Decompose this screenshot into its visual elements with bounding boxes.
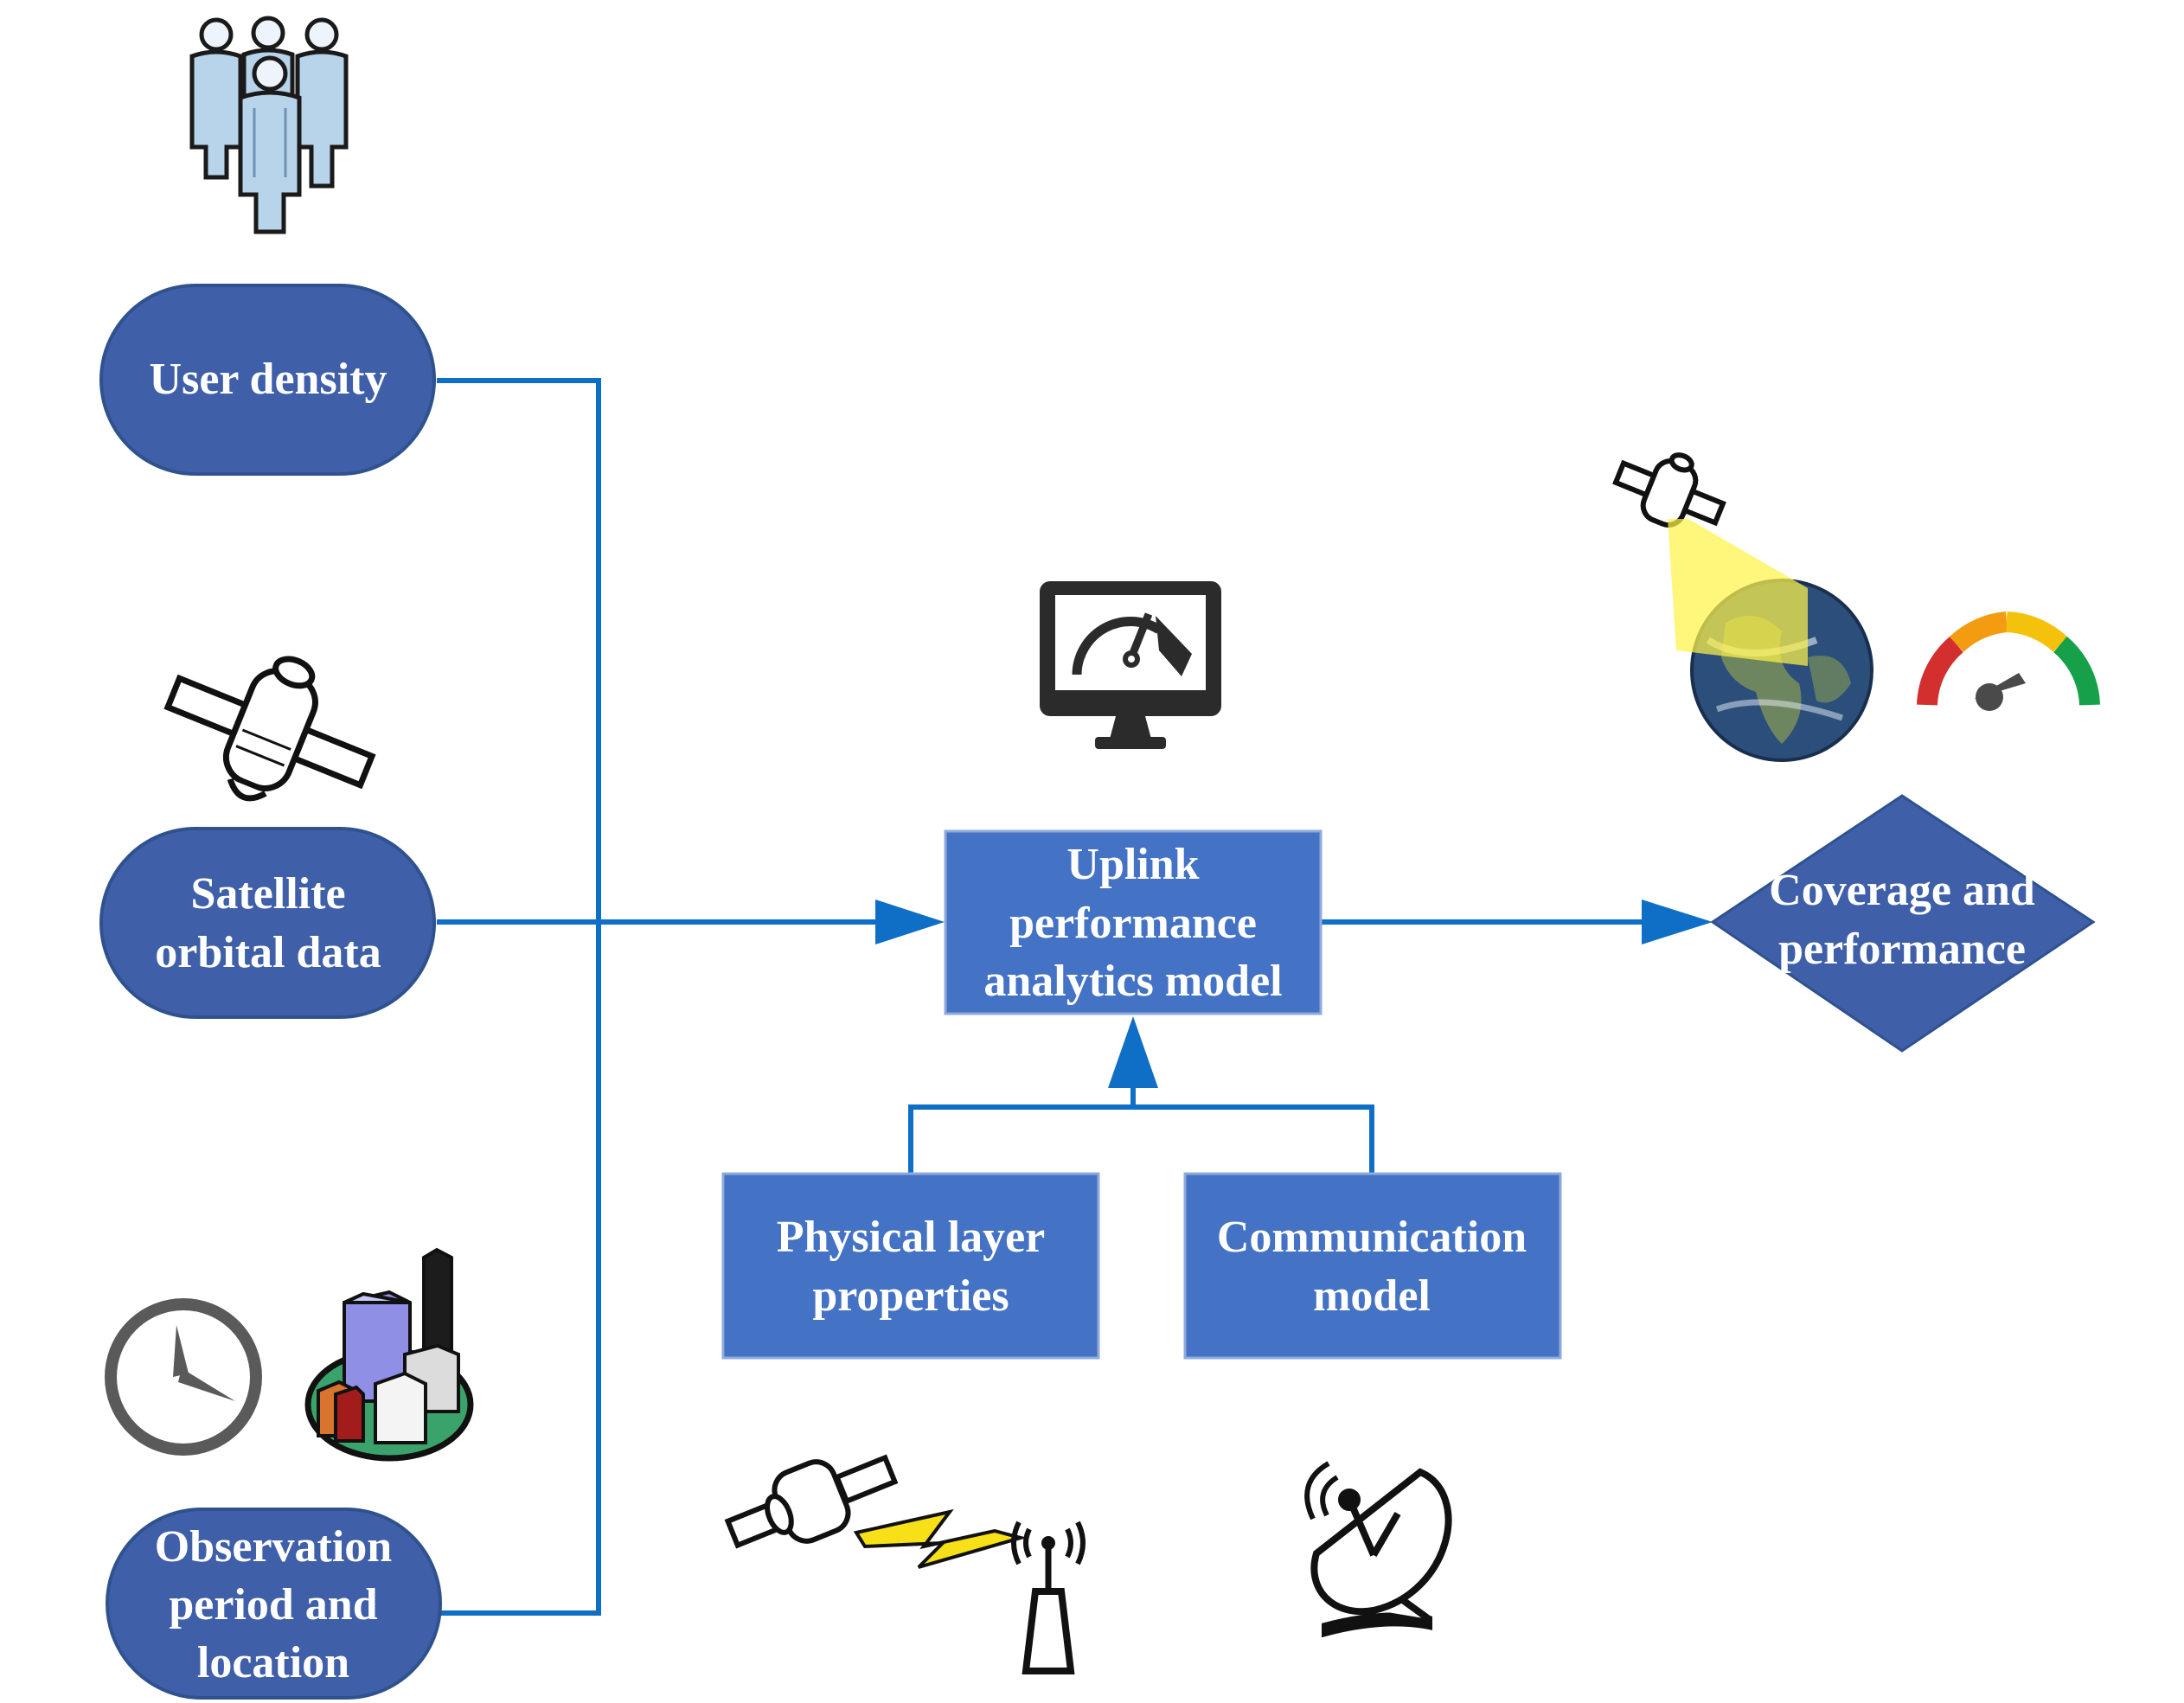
node-communication-line-1: Communication [1217, 1213, 1527, 1262]
satellite-dish-icon [1304, 1461, 1452, 1638]
node-physical-layer[interactable]: Physical layer properties [721, 1172, 1100, 1360]
arrowhead-up-to-model [1108, 1016, 1158, 1088]
users-group-icon [189, 16, 349, 234]
node-communication-line-2: model [1313, 1271, 1431, 1321]
monitor-dashboard-icon [1040, 581, 1221, 749]
node-observation-line-1: Observation [155, 1522, 393, 1572]
node-communication-model[interactable]: Communication model [1183, 1172, 1562, 1360]
connector-physical-layer [908, 1104, 1133, 1174]
node-coverage-performance[interactable]: Coverage and performance [1710, 794, 2096, 1053]
node-physical-layer-line-2: properties [812, 1271, 1009, 1321]
satellite-link-icon [724, 1454, 1086, 1674]
arrowhead-to-model [875, 900, 945, 944]
node-uplink-line-1: Uplink [1066, 840, 1199, 889]
node-coverage-line-2: performance [1778, 925, 2026, 974]
connector-observation [441, 922, 601, 1616]
connector-communication [1133, 1104, 1374, 1174]
node-satellite-orbital-line-2: orbital data [155, 928, 381, 977]
node-observation[interactable]: Observation period and location [106, 1508, 442, 1700]
node-user-density-label: User density [150, 355, 387, 404]
performance-gauge-icon [1917, 611, 2100, 711]
clock-icon [105, 1298, 262, 1456]
earth-coverage-icon [1612, 452, 1873, 762]
arrowhead-to-coverage [1642, 900, 1713, 944]
node-uplink-model[interactable]: Uplink performance analytics model [944, 829, 1323, 1015]
node-coverage-line-1: Coverage and [1769, 866, 2035, 915]
node-user-density[interactable]: User density [99, 284, 436, 476]
node-satellite-orbital-line-1: Satellite [190, 869, 345, 919]
city-buildings-icon [304, 1247, 474, 1462]
node-observation-line-3: location [197, 1638, 349, 1687]
node-uplink-line-3: analytics model [983, 957, 1282, 1006]
node-satellite-orbital-data[interactable]: Satellite orbital data [99, 827, 436, 1019]
satellite-icon [163, 656, 376, 802]
connector-user-density [437, 378, 601, 922]
node-observation-line-2: period and [169, 1580, 377, 1629]
connectors [437, 378, 1713, 1616]
node-uplink-line-2: performance [1009, 899, 1257, 948]
node-physical-layer-line-1: Physical layer [777, 1213, 1046, 1262]
